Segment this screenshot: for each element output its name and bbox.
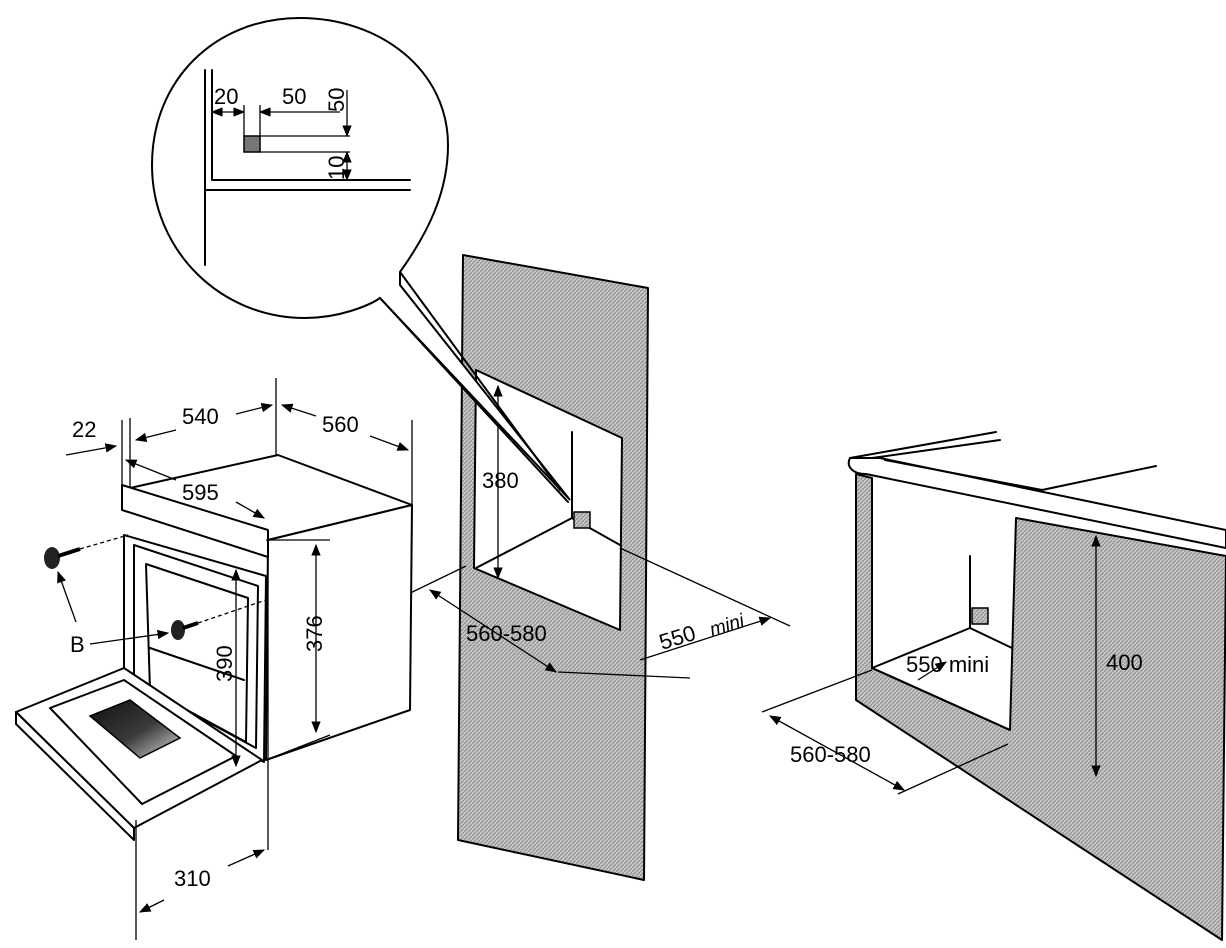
dim-390: 390 — [212, 645, 237, 682]
dim-310-line-b — [227, 849, 266, 867]
b-arrow-lower — [89, 629, 170, 645]
dim-560: 560 — [322, 412, 359, 437]
oven-rack — [149, 647, 245, 681]
dim-560-580-worktop: 560-580 — [790, 742, 871, 767]
dim-376: 376 — [302, 615, 327, 652]
oven-cavity — [145, 563, 249, 743]
dim-560-580: 560-580 — [466, 621, 547, 646]
screw-upper — [44, 534, 129, 569]
dim-400: 400 — [1106, 650, 1143, 675]
niche-interior — [475, 431, 621, 569]
worktop-cabinet-panels — [855, 473, 1226, 941]
label-b: B — [70, 632, 85, 657]
oven-cavity-edge — [133, 544, 259, 749]
dim-550-ext — [619, 547, 791, 627]
dim-560-580-ext-a — [761, 669, 873, 713]
dim-22: 22 — [72, 417, 96, 442]
dim-550-mini-line — [917, 661, 947, 681]
detail-dim-10: 10 — [324, 156, 349, 180]
niche-floor-front — [871, 667, 1011, 731]
socket-marker — [573, 511, 591, 529]
worktop-niche: 400 550 mini 560-580 — [761, 431, 1226, 941]
dim-380: 380 — [482, 468, 519, 493]
detail-dim-50-horizontal: 50 — [282, 84, 306, 109]
detail-dim-50-vertical: 50 — [324, 88, 349, 112]
dim-310-line-a — [138, 899, 165, 913]
dim-595-line-a — [124, 459, 177, 481]
worktop-edge — [847, 457, 1226, 549]
dim-550-line — [639, 616, 772, 661]
dim-595: 595 — [182, 480, 219, 505]
detail-block — [243, 135, 261, 153]
oven-door-edge — [15, 711, 135, 841]
dim-550-value: 550 — [656, 620, 698, 655]
dim-560-580-line-2 — [768, 715, 906, 791]
dim-550-ext2 — [557, 671, 691, 679]
dim-595-line-b — [235, 501, 266, 519]
dim-310: 310 — [174, 866, 211, 891]
b-arrow-upper — [57, 570, 77, 623]
dim-560-line-b — [369, 435, 410, 451]
worktop-hob — [884, 459, 1157, 491]
detail-callout: 20 50 50 10 — [150, 16, 571, 503]
dim-550-mini: 550 mini — [906, 652, 989, 677]
dim-560-line-a — [280, 403, 317, 417]
callout-pointer-a — [379, 297, 569, 503]
worktop-back-a — [849, 431, 997, 459]
dim-550-suffix: mini — [707, 610, 747, 640]
dim-560-580-line — [429, 589, 557, 673]
detail-dim-20: 20 — [214, 84, 238, 109]
dim-540-line-a — [134, 429, 177, 442]
dim-540-line-b — [235, 403, 274, 415]
column-niche: 380 560-580 550 mini — [399, 254, 791, 881]
oven: B 22 540 560 595 376 390 310 — [15, 378, 413, 940]
column-panel — [457, 254, 649, 881]
dim-22-line — [65, 443, 118, 456]
dim-560-580-ext-b — [897, 743, 1009, 795]
niche-floor-back — [871, 555, 1013, 669]
oven-door-window — [88, 699, 182, 759]
callout-pointer-b — [399, 271, 561, 491]
ext-376-bottom — [265, 734, 331, 761]
worktop-back-b — [871, 439, 1001, 459]
dim-540: 540 — [182, 404, 219, 429]
socket-marker-2 — [971, 607, 989, 625]
oven-side — [265, 504, 413, 761]
oven-control-panel — [121, 484, 269, 558]
